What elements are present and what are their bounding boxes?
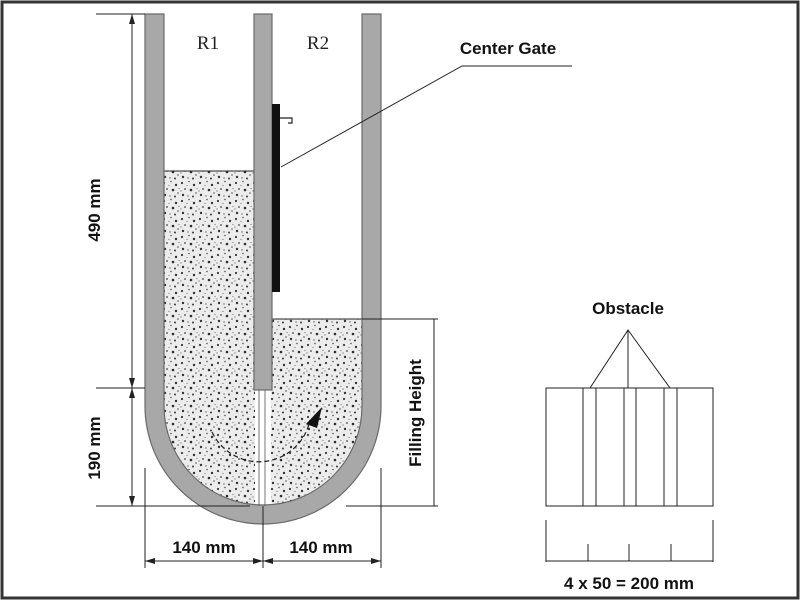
dim-arrow-bottom-icon (129, 496, 135, 506)
granular-fill-r2 (263, 319, 362, 506)
label-width-right: 140 mm (289, 538, 352, 557)
label-r2: R2 (307, 33, 329, 54)
flow-arrow-arc (211, 419, 311, 463)
width-arrow-cr-icon (263, 558, 273, 564)
u-tube-wall (144, 13, 382, 525)
width-arrow-left-icon (145, 558, 155, 564)
label-center-gate: Center Gate (460, 39, 556, 58)
label-filling-height: Filling Height (406, 359, 425, 467)
width-arrow-right-icon (371, 558, 381, 564)
granular-fill-r1 (163, 171, 263, 506)
label-width-left: 140 mm (172, 538, 235, 557)
dim-arrow-mid-down-icon (129, 388, 135, 398)
flow-arrowhead-icon (306, 407, 322, 428)
obstacle-frame (545, 387, 714, 507)
label-r1: R1 (197, 33, 219, 54)
width-arrow-cl-icon (253, 558, 263, 564)
dim-arrow-top-icon (129, 14, 135, 24)
center-divider-wall (253, 13, 273, 391)
center-gate (272, 104, 280, 292)
gate-handle-icon (280, 117, 293, 124)
center-gate-leader (280, 65, 572, 168)
label-obstacle-width: 4 x 50 = 200 mm (564, 574, 694, 593)
dim-arrow-mid-up-icon (129, 378, 135, 388)
obstacle-leader (589, 329, 671, 389)
label-obstacle: Obstacle (592, 299, 664, 318)
label-height-lower: 190 mm (85, 416, 104, 479)
label-height-upper: 490 mm (85, 178, 104, 241)
